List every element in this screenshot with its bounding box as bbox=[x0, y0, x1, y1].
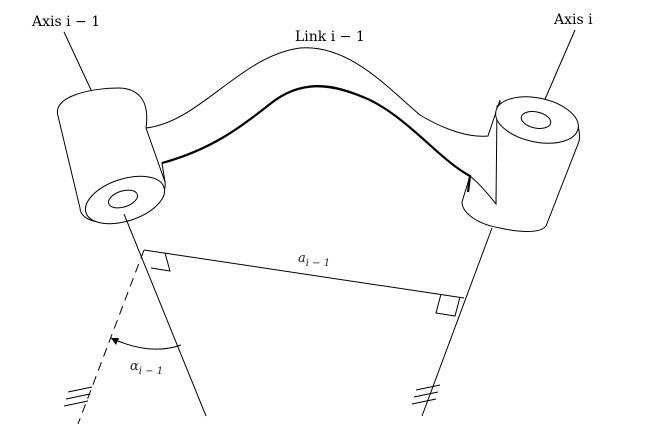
twist-angle-label: αi − 1 bbox=[130, 359, 163, 377]
axis-prev-label: Axis i − 1 bbox=[31, 14, 100, 30]
parallel-marks-right bbox=[411, 384, 441, 405]
link-length-subscript: i − 1 bbox=[306, 258, 330, 269]
twist-angle-arrowhead bbox=[111, 338, 119, 345]
joint-prev-cylinder bbox=[57, 87, 166, 225]
common-normal-line bbox=[143, 249, 465, 299]
link-front-edge bbox=[161, 85, 472, 193]
twist-angle-arc bbox=[110, 337, 182, 350]
right-angle-mark-left bbox=[150, 252, 171, 272]
link-length-symbol: a bbox=[298, 251, 306, 266]
twist-angle-symbol: α bbox=[130, 359, 139, 374]
link-label: Link i − 1 bbox=[295, 29, 365, 45]
axis-curr-line bbox=[421, 227, 493, 417]
right-angle-mark-right bbox=[435, 293, 461, 317]
twist-angle-subscript: i − 1 bbox=[139, 366, 163, 377]
axis-curr-label: Axis i bbox=[553, 12, 593, 28]
link-length-label: ai − 1 bbox=[298, 251, 330, 269]
axis-curr-parallel-dashed bbox=[77, 249, 145, 425]
axis-prev-leader-line bbox=[63, 31, 93, 93]
parallel-marks-left bbox=[63, 386, 93, 407]
axis-prev-line bbox=[123, 213, 207, 417]
joint-curr-cylinder bbox=[461, 96, 580, 232]
